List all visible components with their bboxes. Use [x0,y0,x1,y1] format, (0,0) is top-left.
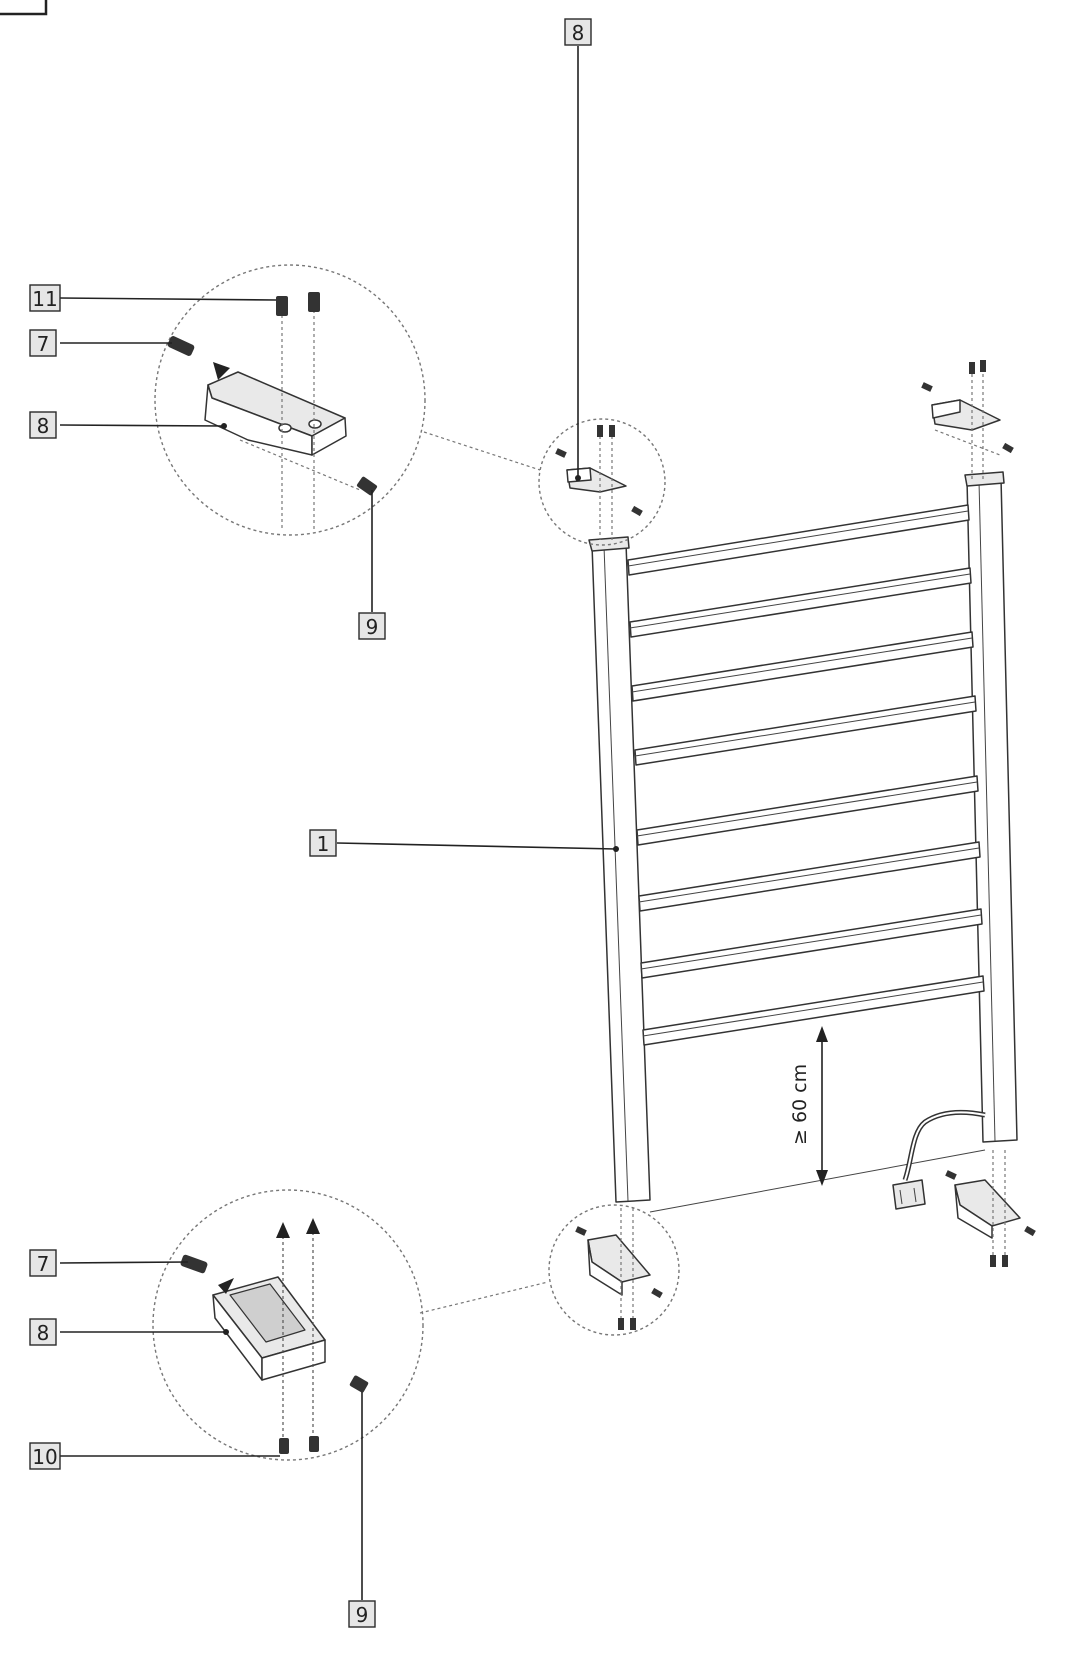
radiator-bars [627,504,985,1046]
leader-lines [59,46,619,1600]
bracket-bottom-left-small [548,1204,680,1336]
label-9-top-text: 9 [366,615,379,639]
label-1: 1 [309,829,337,857]
label-7-top: 7 [29,329,57,357]
clearance-value: ≥ 60 cm [789,1064,811,1145]
bracket-bottom-right [945,1150,1036,1267]
detail-bottom-bracket [152,1189,549,1461]
label-8-left-bottom: 8 [29,1318,57,1346]
label-8-top: 8 [564,18,592,46]
label-9-top: 9 [358,612,386,640]
page-frame-corner [0,0,48,16]
power-plug [892,1179,926,1210]
label-10: 10 [29,1442,61,1470]
label-11-text: 11 [32,287,57,311]
bracket-top-left-small [538,418,666,546]
towel-radiator [588,471,1018,1213]
label-1-text: 1 [317,832,330,856]
label-11: 11 [29,284,61,312]
power-cable [902,1109,986,1181]
detail-top-bracket [154,264,541,536]
label-10-text: 10 [32,1445,57,1469]
label-9-bottom: 9 [348,1600,376,1628]
label-7-top-text: 7 [37,332,50,356]
label-9-bottom-text: 9 [356,1603,369,1627]
label-8-left-top-text: 8 [37,414,50,438]
bracket-top-right [921,360,1014,480]
label-8-left-bottom-text: 8 [37,1321,50,1345]
label-7-bottom: 7 [29,1249,57,1277]
label-7-bottom-text: 7 [37,1252,50,1276]
label-8-top-text: 8 [572,21,585,45]
label-8-left-top: 8 [29,411,57,439]
clearance-dimension: ≥ 60 cm [789,1026,828,1186]
